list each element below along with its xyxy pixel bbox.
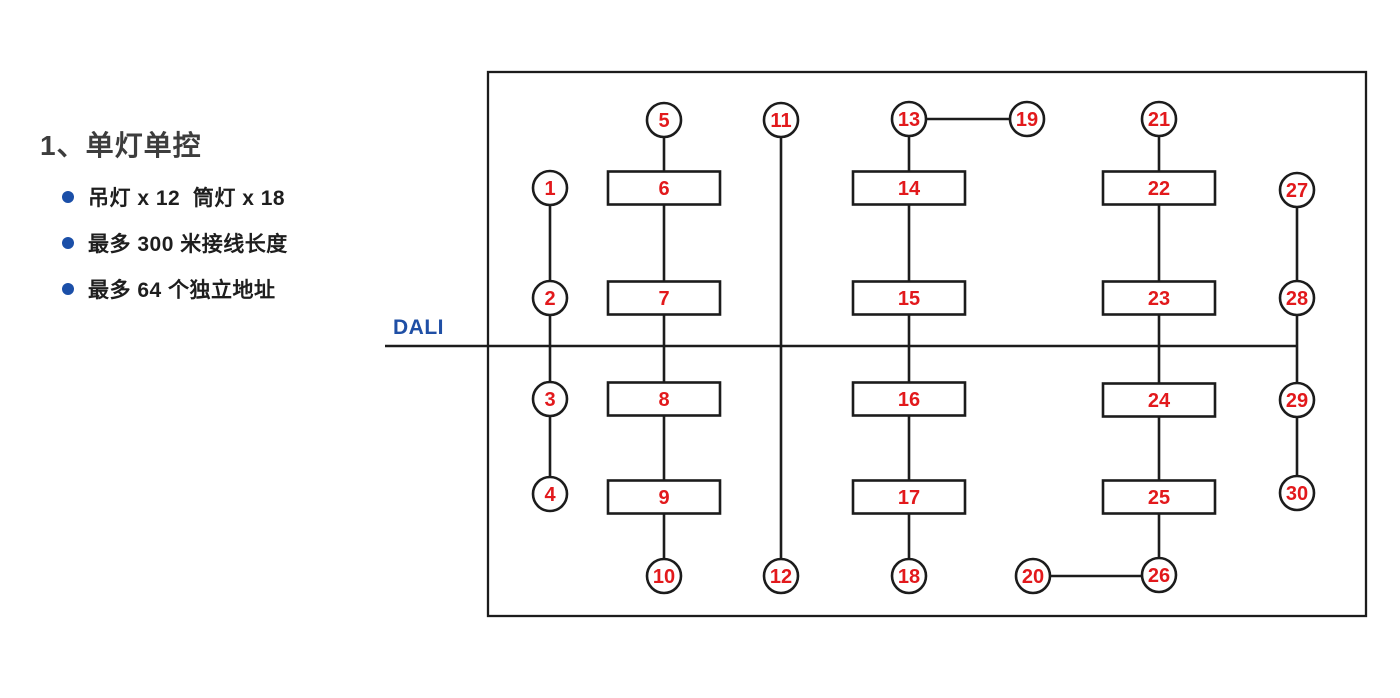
node-label-26: 26 [1148, 565, 1170, 587]
node-circle-2 [531, 279, 569, 317]
node-label-16: 16 [898, 389, 920, 411]
node-rect-25 [1101, 479, 1217, 515]
section-title: 1、单灯单控 [40, 130, 202, 161]
bullet-dot-icon [62, 237, 74, 249]
bullet-item-max-addresses: 最多 64 个独立地址 [62, 276, 276, 302]
node-label-1: 1 [544, 178, 555, 200]
node-label-5: 5 [658, 110, 669, 132]
node-rect-17 [851, 479, 967, 515]
node-label-30: 30 [1286, 483, 1308, 505]
node-circle-27 [1278, 171, 1316, 209]
node-label-19: 19 [1016, 109, 1038, 131]
node-rect-8 [606, 381, 722, 417]
node-rect-22 [1101, 170, 1217, 206]
node-label-14: 14 [898, 178, 921, 200]
node-label-18: 18 [898, 566, 920, 588]
node-label-27: 27 [1286, 180, 1308, 202]
node-label-29: 29 [1286, 390, 1308, 412]
bullet-dot-icon [62, 191, 74, 203]
node-label-12: 12 [770, 566, 792, 588]
dali-bus-label: DALI [393, 316, 444, 339]
bullet-text: 最多 64 个独立地址 [88, 279, 276, 302]
bullet-dot-icon [62, 283, 74, 295]
node-rect-6 [606, 170, 722, 206]
node-circle-29 [1278, 381, 1316, 419]
node-rect-24 [1101, 382, 1217, 418]
node-label-7: 7 [658, 288, 669, 310]
node-label-2: 2 [544, 288, 555, 310]
node-label-28: 28 [1286, 288, 1308, 310]
node-label-17: 17 [898, 487, 920, 509]
node-circle-18 [890, 557, 928, 595]
node-circle-28 [1278, 279, 1316, 317]
node-circle-19 [1008, 100, 1046, 138]
node-circle-26 [1140, 556, 1178, 594]
node-rect-16 [851, 381, 967, 417]
node-label-13: 13 [898, 109, 920, 131]
bullet-text: 吊灯 x 12 筒灯 x 18 [88, 187, 286, 210]
node-label-4: 4 [544, 484, 556, 506]
node-circle-11 [762, 101, 800, 139]
bullet-text: 最多 300 米接线长度 [88, 233, 288, 256]
node-circle-10 [645, 557, 683, 595]
node-circle-30 [1278, 474, 1316, 512]
node-rect-23 [1101, 280, 1217, 316]
node-circle-20 [1014, 557, 1052, 595]
node-circle-3 [531, 380, 569, 418]
node-rect-15 [851, 280, 967, 316]
node-label-25: 25 [1148, 487, 1170, 509]
node-label-9: 9 [658, 487, 669, 509]
node-label-23: 23 [1148, 288, 1170, 310]
node-label-10: 10 [653, 566, 675, 588]
node-label-22: 22 [1148, 178, 1170, 200]
bullet-item-lamp-counts: 吊灯 x 12 筒灯 x 18 [62, 184, 285, 210]
node-circle-1 [531, 169, 569, 207]
node-circle-13 [890, 100, 928, 138]
node-label-20: 20 [1022, 566, 1044, 588]
diagram-frame [486, 70, 1368, 618]
node-rect-14 [851, 170, 967, 206]
node-circle-4 [531, 475, 569, 513]
node-rect-9 [606, 479, 722, 515]
node-label-21: 21 [1148, 109, 1170, 131]
node-label-11: 11 [770, 110, 791, 132]
node-label-6: 6 [658, 178, 669, 200]
node-label-24: 24 [1148, 390, 1171, 412]
bullet-item-max-wire-length: 最多 300 米接线长度 [62, 230, 288, 256]
node-label-3: 3 [544, 389, 555, 411]
node-circle-5 [645, 101, 683, 139]
node-label-8: 8 [658, 389, 669, 411]
node-rect-7 [606, 280, 722, 316]
node-circle-21 [1140, 100, 1178, 138]
node-circle-12 [762, 557, 800, 595]
node-label-15: 15 [898, 288, 920, 310]
